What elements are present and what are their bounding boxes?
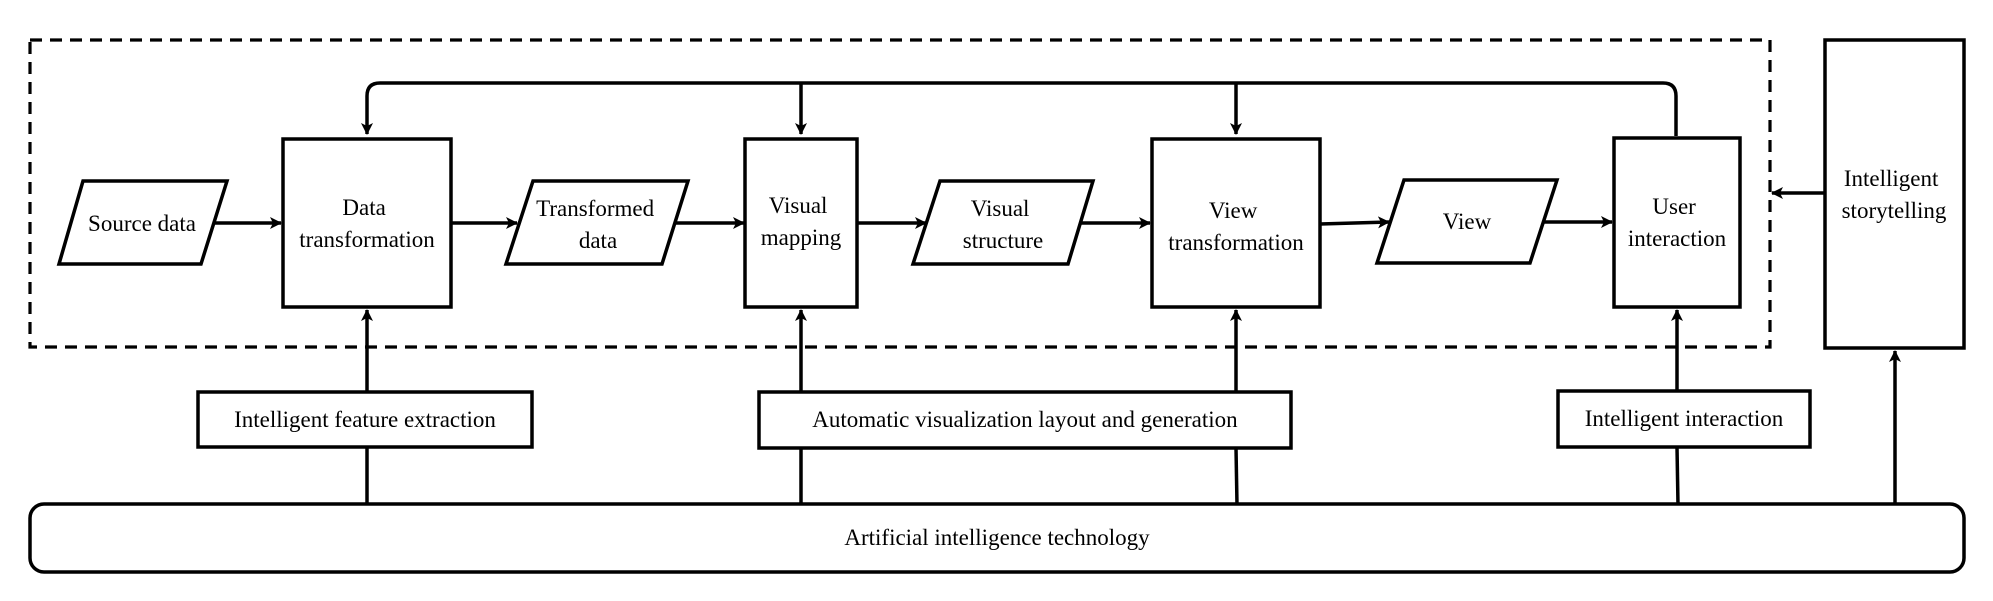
node-transformed-data-label: Transformed data bbox=[536, 196, 660, 253]
edge-feedback-loop bbox=[361, 81, 1678, 136]
node-intelligent-feature-extraction-label: Intelligent feature extraction bbox=[234, 407, 496, 432]
node-visual-mapping: Visual mapping bbox=[743, 137, 859, 309]
node-visual-mapping-line-1: Visual bbox=[769, 193, 828, 218]
node-data-transformation-line-1: Data bbox=[342, 195, 385, 220]
node-visual-mapping-line-2: mapping bbox=[761, 225, 842, 250]
node-view-transformation-line-2: transformation bbox=[1168, 230, 1304, 255]
node-visual-structure-line-2: structure bbox=[963, 228, 1043, 253]
node-visual-structure-line-1: Visual bbox=[971, 196, 1030, 221]
node-intelligent-storytelling: Intelligent storytelling bbox=[1823, 38, 1966, 350]
node-user-interaction-line-1: User bbox=[1652, 194, 1696, 219]
node-view-transformation-label: View transformation bbox=[1168, 198, 1304, 255]
node-view-label: View bbox=[1443, 209, 1492, 234]
edges bbox=[215, 81, 1901, 506]
node-intelligent-feature-extraction: Intelligent feature extraction bbox=[196, 390, 534, 449]
node-user-interaction: User interaction bbox=[1612, 136, 1742, 309]
node-ai-technology-line: Artificial intelligence technology bbox=[844, 525, 1150, 550]
edge-ai-to-intelligentinteraction bbox=[1675, 446, 1680, 506]
node-transformed-data-line-1: Transformed bbox=[536, 196, 654, 221]
node-data-transformation: Data transformation bbox=[281, 137, 453, 309]
node-transformed-data: Transformed data bbox=[503, 179, 691, 266]
node-ai-technology: Artificial intelligence technology bbox=[28, 502, 1966, 574]
node-view-transformation-line-1: View bbox=[1209, 198, 1258, 223]
node-visual-mapping-label: Visual mapping bbox=[761, 193, 842, 250]
node-data-transformation-label: Data transformation bbox=[299, 195, 435, 252]
node-visual-structure: Visual structure bbox=[910, 179, 1096, 266]
pipeline-boundary bbox=[28, 38, 1772, 349]
node-intelligent-interaction: Intelligent interaction bbox=[1556, 389, 1812, 449]
node-user-interaction-label: User interaction bbox=[1628, 194, 1727, 251]
node-intelligent-interaction-label: Intelligent interaction bbox=[1585, 406, 1784, 431]
node-automatic-visualization-layout: Automatic visualization layout and gener… bbox=[757, 390, 1293, 450]
node-intelligent-interaction-line: Intelligent interaction bbox=[1585, 406, 1784, 431]
edge-viewtransform-to-view bbox=[1319, 216, 1390, 229]
node-source-data: Source data bbox=[56, 179, 230, 266]
node-intelligent-storytelling-line-2: storytelling bbox=[1842, 198, 1947, 223]
node-ai-technology-label: Artificial intelligence technology bbox=[844, 525, 1150, 550]
node-view-line: View bbox=[1443, 209, 1492, 234]
node-intelligent-storytelling-label: Intelligent storytelling bbox=[1842, 166, 1947, 223]
node-intelligent-feature-extraction-line: Intelligent feature extraction bbox=[234, 407, 496, 432]
edge-ai-to-autolayout-right bbox=[1234, 447, 1239, 506]
node-automatic-visualization-layout-label: Automatic visualization layout and gener… bbox=[812, 407, 1238, 432]
node-view: View bbox=[1374, 178, 1560, 265]
node-view-transformation: View transformation bbox=[1150, 137, 1322, 309]
node-data-transformation-line-2: transformation bbox=[299, 227, 435, 252]
node-automatic-visualization-layout-line: Automatic visualization layout and gener… bbox=[812, 407, 1238, 432]
node-intelligent-storytelling-line-1: Intelligent bbox=[1844, 166, 1939, 191]
node-source-data-label: Source data bbox=[88, 211, 196, 236]
node-source-data-line: Source data bbox=[88, 211, 196, 236]
node-user-interaction-line-2: interaction bbox=[1628, 226, 1727, 251]
node-transformed-data-line-2: data bbox=[579, 228, 617, 253]
node-visual-structure-label: Visual structure bbox=[963, 196, 1043, 253]
